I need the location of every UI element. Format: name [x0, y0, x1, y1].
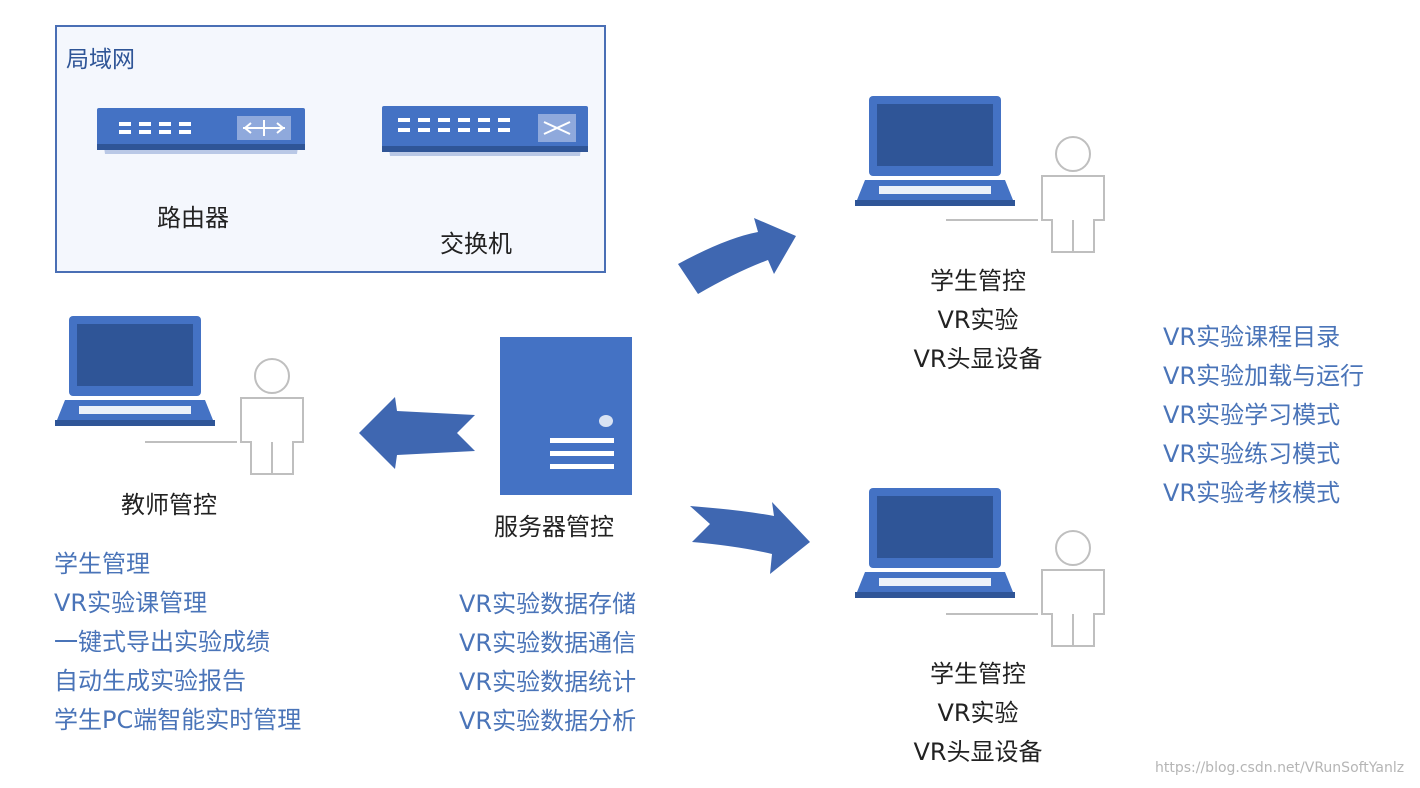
list-item: 学生PC端智能实时管理	[54, 706, 302, 734]
student-bottom-person-icon	[946, 530, 1105, 647]
arrow-to-teacher-icon	[359, 397, 475, 469]
student-top-laptop-icon	[855, 96, 1015, 206]
arrow-to-top-student-icon	[678, 218, 796, 294]
switch-icon	[382, 106, 588, 156]
list-item: VR实验考核模式	[1163, 479, 1341, 507]
teacher-person-icon	[145, 358, 304, 475]
student-top-caption: 学生管控 VR实验 VR头显设备	[878, 262, 1078, 379]
caption-line: 学生管控	[930, 267, 1026, 295]
router-icon	[97, 108, 305, 154]
caption-line: VR实验	[937, 306, 1019, 334]
list-item: VR实验课管理	[54, 589, 208, 617]
student-bottom-laptop-icon	[855, 488, 1015, 598]
list-item: 自动生成实验报告	[54, 667, 246, 695]
caption-line: 学生管控	[930, 660, 1026, 688]
teacher-laptop-icon	[55, 316, 215, 426]
list-item: VR实验数据通信	[459, 629, 637, 657]
student-bottom-caption: 学生管控 VR实验 VR头显设备	[878, 655, 1078, 772]
list-item: VR实验数据分析	[459, 707, 637, 735]
list-item: VR实验数据统计	[459, 668, 637, 696]
list-item: 一键式导出实验成绩	[54, 628, 270, 656]
router-label: 路由器	[157, 204, 229, 232]
teacher-label: 教师管控	[121, 491, 217, 519]
switch-label: 交换机	[440, 230, 512, 258]
teacher-functions-list: 学生管理 VR实验课管理 一键式导出实验成绩 自动生成实验报告 学生PC端智能实…	[54, 545, 301, 740]
caption-line: VR实验	[937, 699, 1019, 727]
student-functions-list: VR实验课程目录 VR实验加载与运行 VR实验学习模式 VR实验练习模式 VR实…	[1163, 318, 1364, 513]
server-label: 服务器管控	[494, 513, 614, 541]
server-icon	[500, 337, 632, 495]
list-item: VR实验课程目录	[1163, 323, 1341, 351]
caption-line: VR头显设备	[913, 738, 1043, 766]
list-item: VR实验练习模式	[1163, 440, 1341, 468]
caption-line: VR头显设备	[913, 345, 1043, 373]
server-functions-list: VR实验数据存储 VR实验数据通信 VR实验数据统计 VR实验数据分析	[459, 585, 636, 741]
list-item: 学生管理	[54, 550, 150, 578]
watermark: https://blog.csdn.net/VRunSoftYanlz	[1155, 760, 1405, 776]
student-top-person-icon	[946, 136, 1105, 253]
list-item: VR实验数据存储	[459, 590, 637, 618]
list-item: VR实验加载与运行	[1163, 362, 1365, 390]
list-item: VR实验学习模式	[1163, 401, 1341, 429]
arrow-to-bottom-student-icon	[690, 502, 810, 574]
lan-title: 局域网	[66, 47, 135, 73]
